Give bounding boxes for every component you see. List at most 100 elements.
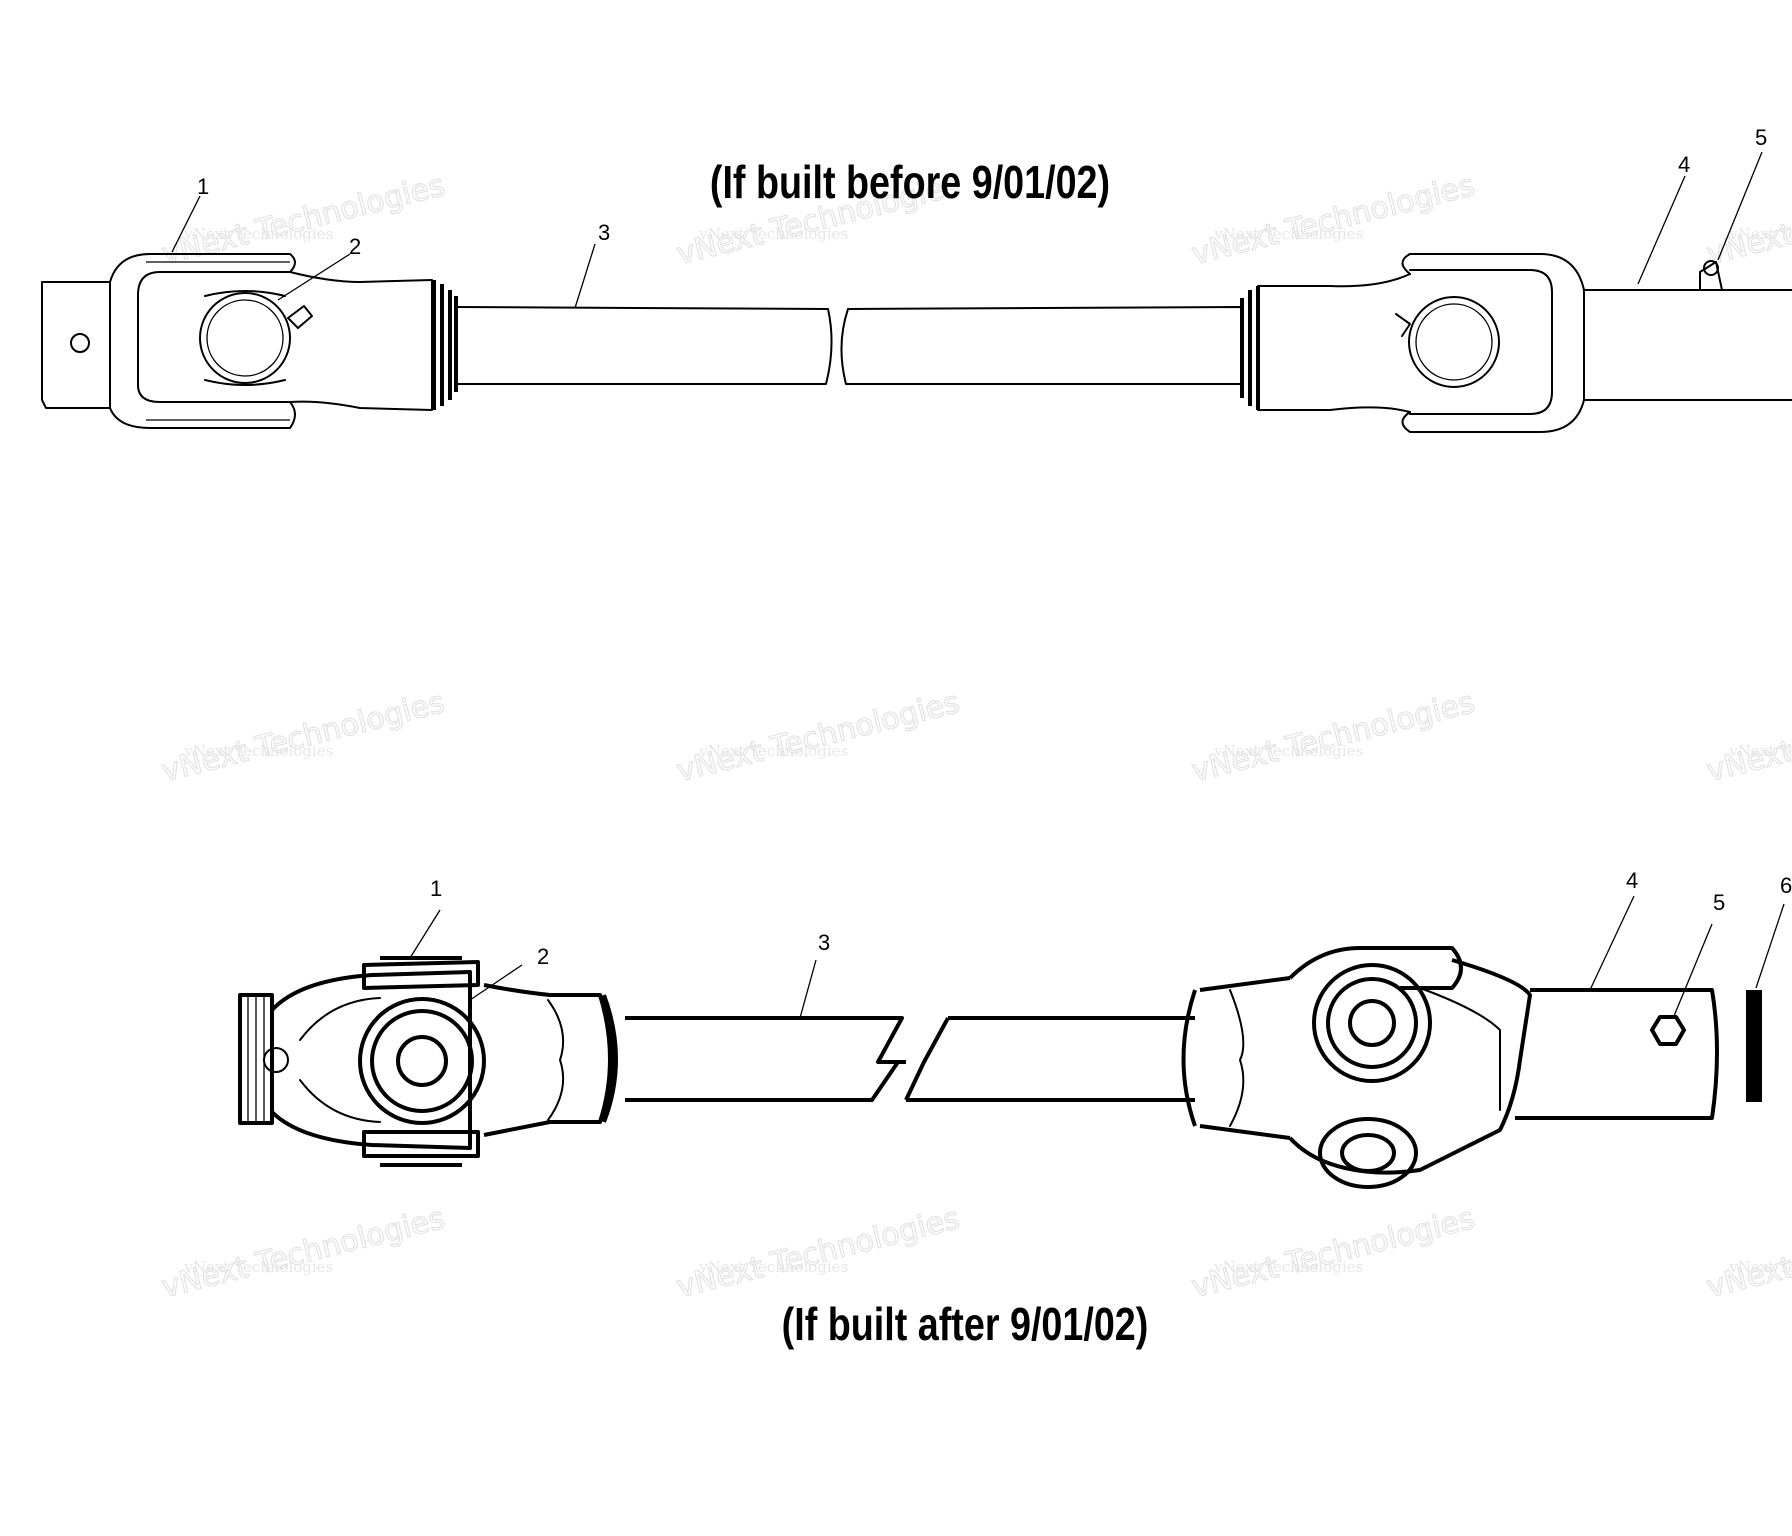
- cross-center-right: [1348, 999, 1396, 1047]
- leader-line: [1637, 175, 1686, 285]
- watermark-big: vNext Technologies: [673, 685, 963, 789]
- driveshaft-before: [41, 253, 1792, 433]
- watermark: vNext Technologies vNext Technologies: [1703, 167, 1792, 272]
- seal-ring: [1746, 990, 1762, 1102]
- watermark: vNext Technologies vNext Technologies: [1188, 167, 1479, 272]
- yoke-u-detail: [146, 261, 290, 421]
- callout-label: 1: [197, 174, 209, 199]
- tube-end-right: [1181, 976, 1291, 1140]
- cross-cap-right-after: [1312, 963, 1432, 1083]
- flange-bolt: [263, 1047, 289, 1073]
- watermark: vNext Technologies vNext Technologies: [673, 684, 964, 789]
- watermark-small: vNext Technologies: [1728, 1258, 1792, 1276]
- watermark: vNext Technologies vNext Technologies: [1703, 684, 1792, 789]
- tube-end-left: [598, 994, 618, 1123]
- weld-curve-right: [1229, 989, 1245, 1127]
- weld-ring-left: [432, 280, 458, 410]
- cross-cap-right-inner: [1415, 303, 1493, 381]
- yoke-hole: [70, 333, 90, 353]
- cross-cap-right: [1408, 296, 1500, 388]
- bearing-cup-ends: [380, 956, 462, 1167]
- callout-label: 4: [1626, 868, 1638, 893]
- slip-yoke-arm-inner: [1419, 987, 1501, 1111]
- watermark: vNext Technologies vNext Technologies: [1703, 1200, 1792, 1305]
- flange-plate-detail: [247, 996, 265, 1122]
- leader-line: [574, 243, 596, 309]
- watermark-small: vNext Technologies: [183, 1258, 333, 1276]
- slip-yoke-arm: [1451, 958, 1532, 1152]
- leader-line: [1717, 151, 1763, 261]
- tube-left: [455, 306, 833, 385]
- callout-label: 1: [430, 876, 442, 901]
- watermark-big: vNext Technologies: [1703, 168, 1792, 272]
- watermark-big: vNext Technologies: [1188, 685, 1478, 789]
- zerk-cap: [1703, 260, 1719, 276]
- slip-yoke-tube: [1583, 289, 1792, 401]
- tube-left-after: [625, 1016, 906, 1102]
- cross-cap-right-ring: [1326, 977, 1418, 1069]
- watermark: vNext Technologies vNext Technologies: [158, 684, 449, 789]
- leader-line: [799, 959, 817, 1019]
- callout-label: 6: [1780, 873, 1792, 898]
- grease-fitting-right: [1395, 313, 1411, 337]
- callout-label: 5: [1713, 890, 1725, 915]
- watermark-small: vNext Technologies: [183, 225, 333, 243]
- callout-label: 5: [1755, 125, 1767, 150]
- watermark-big: vNext Technologies: [1188, 1201, 1478, 1305]
- callouts-top: 1 2 3 4 5: [171, 125, 1767, 309]
- watermark: vNext Technologies vNext Technologies: [1188, 1200, 1479, 1305]
- watermark-small: vNext Technologies: [1213, 1258, 1363, 1276]
- lower-bearing-cap: [1318, 1117, 1418, 1189]
- cross-cap-ring: [370, 1009, 474, 1113]
- yoke-u-right: [1401, 253, 1585, 433]
- cross-cap-inner: [206, 299, 284, 377]
- watermark-big: vNext Technologies: [673, 1201, 963, 1305]
- set-screw: [1650, 1015, 1686, 1046]
- callout-label: 3: [818, 930, 830, 955]
- watermark-small: vNext Technologies: [698, 742, 848, 760]
- slip-tube: [1515, 988, 1719, 1120]
- watermark: vNext Technologies vNext Technologies: [158, 1200, 449, 1305]
- lower-bearing-center: [1340, 1133, 1396, 1173]
- yoke-u-left: [109, 253, 296, 429]
- grease-fitting-left: [287, 305, 313, 329]
- cross-center: [396, 1035, 448, 1087]
- cross-cap-left-after: [358, 997, 486, 1125]
- leader-line: [171, 195, 201, 253]
- yoke-right-after: [1288, 946, 1463, 1175]
- watermark-small: vNext Technologies: [1213, 225, 1363, 243]
- callout-label: 4: [1678, 152, 1690, 177]
- watermark-big: vNext Technologies: [158, 685, 448, 789]
- watermark-small: vNext Technologies: [1728, 225, 1792, 243]
- inner-yoke-left: [289, 271, 433, 411]
- watermark-big: vNext Technologies: [1703, 1201, 1792, 1305]
- cross-bearing: [204, 290, 286, 386]
- inner-yoke-right: [1257, 273, 1411, 413]
- bearing-cups: [362, 960, 480, 1158]
- inner-yoke-left-after: [483, 983, 612, 1137]
- watermark-small: vNext Technologies: [1213, 742, 1363, 760]
- leader-line: [1589, 895, 1635, 991]
- watermark-small: vNext Technologies: [183, 742, 333, 760]
- weld-ring-right: [1240, 286, 1260, 410]
- watermark: vNext Technologies vNext Technologies: [1188, 684, 1479, 789]
- weld-curve: [547, 999, 565, 1121]
- title-before: (If built before 9/01/02): [710, 156, 1110, 207]
- tube-right: [840, 306, 1243, 385]
- watermarks: vNext Technologies vNext Technologies vN…: [158, 167, 1792, 1305]
- watermark-small: vNext Technologies: [698, 1258, 848, 1276]
- leader-line: [1755, 903, 1785, 989]
- watermark-small: vNext Technologies: [1728, 742, 1792, 760]
- watermark-big: vNext Technologies: [158, 1201, 448, 1305]
- yoke-plate-left: [41, 281, 111, 409]
- yoke-u-right-inner: [1409, 269, 1553, 415]
- callouts-bottom: 1 2 3 4 5 6: [409, 868, 1792, 1019]
- watermark-big: vNext Technologies: [1188, 168, 1478, 272]
- yoke-left-inner: [299, 997, 381, 1123]
- tube-right-after: [904, 1016, 1195, 1102]
- callout-label: 3: [598, 220, 610, 245]
- cross-cap-left: [199, 292, 291, 384]
- leader-line: [409, 909, 441, 959]
- watermark-small: vNext Technologies: [698, 225, 848, 243]
- callout-label: 2: [349, 234, 361, 259]
